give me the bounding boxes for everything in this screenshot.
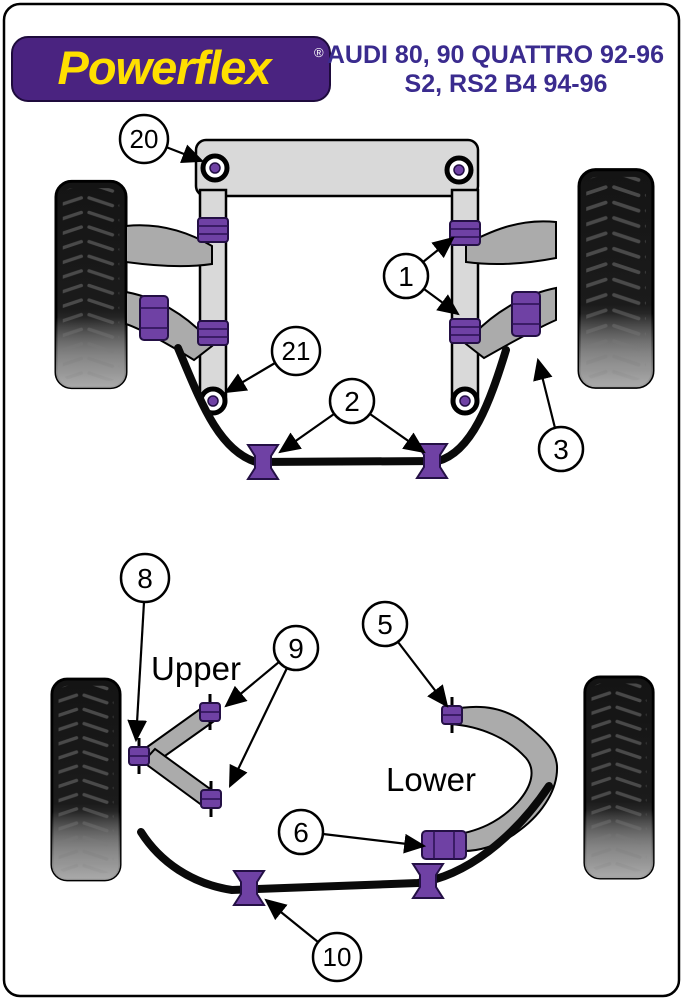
front-right-lower-rail-bushing [449,318,481,344]
front-subframe-crossmember [194,138,480,198]
callout-1-circle [382,252,430,300]
callout-2: 2 [328,377,376,425]
rear-anti-roll-bar [137,782,553,895]
callout-9: 9 [272,624,320,672]
rear-lower-arm-rear-bushing [421,830,467,860]
arrow-callout-10 [264,898,319,943]
callout-5-number: 5 [377,609,393,640]
callout-6: 6 [277,808,325,856]
rear-left-tire [50,677,122,882]
label-upper: Upper [151,650,241,687]
front-left-lower-rail-bushing [197,320,229,346]
front-subframe-mount-top-right [447,158,471,182]
callout-20-circle [118,113,170,165]
callout-21-number: 21 [282,336,311,366]
rear-suspension-diagram: Upper Lower 8 9 5 6 10 [50,552,655,983]
callout-8-circle [119,552,171,604]
callout-8-number: 8 [137,563,153,594]
page-title-line1: AUDI 80, 90 QUATTRO 92-96 [327,41,664,69]
callout-9-number: 9 [288,633,304,664]
arrow-callout-20 [165,144,205,164]
callout-6-circle [277,808,325,856]
front-right-upper-rail-bushing [449,220,481,246]
arrow-callout-2-right [369,413,426,454]
arrow-callout-6 [322,832,427,854]
callout-2-circle [328,377,376,425]
front-left-tire [54,179,128,390]
callout-3: 3 [537,425,585,473]
arrow-callout-9-upper [224,661,280,708]
callout-1-number: 1 [398,261,414,292]
front-right-upper-arm [465,220,557,266]
arrow-callout-3 [533,357,557,429]
logo-wordmark: Powerflex [57,41,273,94]
arrow-callout-21 [224,362,276,394]
front-suspension-diagram: 20 1 21 2 3 [54,113,655,480]
callout-10-number: 10 [323,942,352,972]
callout-6-number: 6 [293,817,309,848]
page-title-line2: S2, RS2 B4 94-96 [405,70,608,98]
header: Powerflex ® AUDI 80, 90 QUATTRO 92-96 S2… [11,36,664,102]
callout-21-circle [270,325,322,377]
rear-right-tire [583,675,655,880]
arrow-callout-1-lower [423,288,460,316]
callout-3-circle [537,425,585,473]
logo-background [11,36,331,102]
front-left-upper-rail-bushing [197,217,229,243]
callout-21: 21 [270,325,322,377]
powerflex-logo: Powerflex ® [11,36,331,102]
callout-8: 8 [119,552,171,604]
callout-1: 1 [382,252,430,300]
front-left-arm-bushing [139,295,169,341]
registered-trademark-symbol: ® [314,45,324,60]
callout-5-circle [361,600,409,648]
front-right-arm-bushing [511,291,541,337]
rear-lower-arm-rear-bushing-body [421,830,467,860]
arrow-callout-8 [127,601,148,743]
callout-20: 20 [118,113,170,165]
front-subframe-mount-top-left [203,156,227,180]
callout-5: 5 [361,600,409,648]
arrow-callout-1-upper [422,236,455,263]
callout-10-circle [311,931,363,983]
arrow-callout-9-lower [229,667,288,788]
callout-20-number: 20 [130,124,159,154]
front-left-upper-arm [125,224,213,268]
arrow-callout-2-left [278,413,335,454]
front-subframe-mount-bottom-right [453,389,477,413]
front-right-tire [577,168,655,389]
callout-10: 10 [311,931,363,983]
arrow-callout-5 [397,641,449,708]
label-lower: Lower [386,761,476,798]
callout-9-circle [272,624,320,672]
callout-3-number: 3 [553,434,569,465]
callout-2-number: 2 [344,386,360,417]
